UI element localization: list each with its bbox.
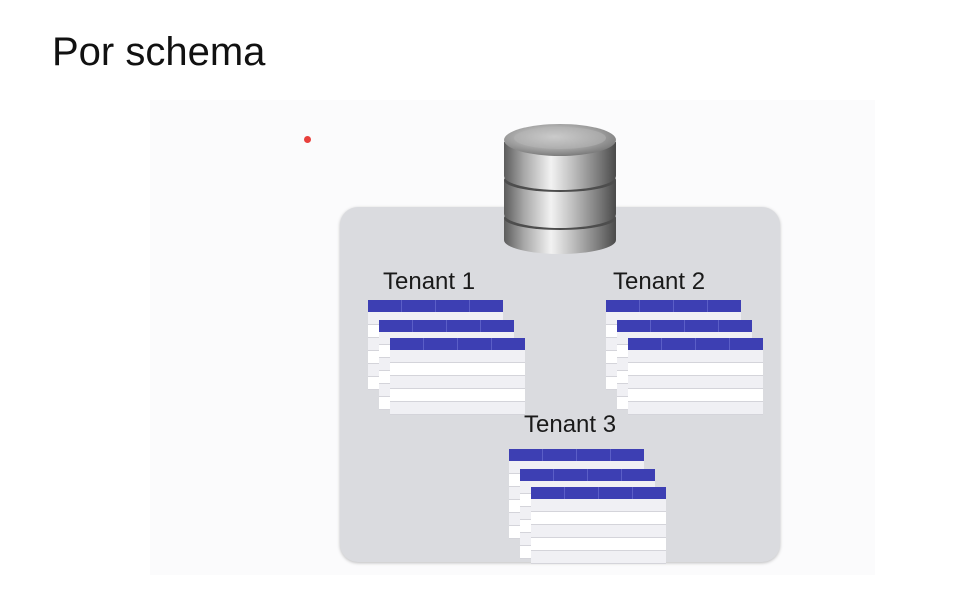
laser-pointer-dot [304,136,311,143]
schema-table [390,338,525,415]
tenant-2-table-stack [606,300,776,415]
tenant-2-label: Tenant 2 [613,268,706,295]
tenant-1-table-stack [368,300,538,415]
slide-title: Por schema [52,30,266,74]
tenant-3-label: Tenant 3 [524,411,617,438]
tenant-3-table-stack [509,449,679,564]
tenant-1-label: Tenant 1 [383,268,476,295]
database-cylinder-icon [504,124,616,254]
schema-table [531,487,666,564]
schema-table [628,338,763,415]
